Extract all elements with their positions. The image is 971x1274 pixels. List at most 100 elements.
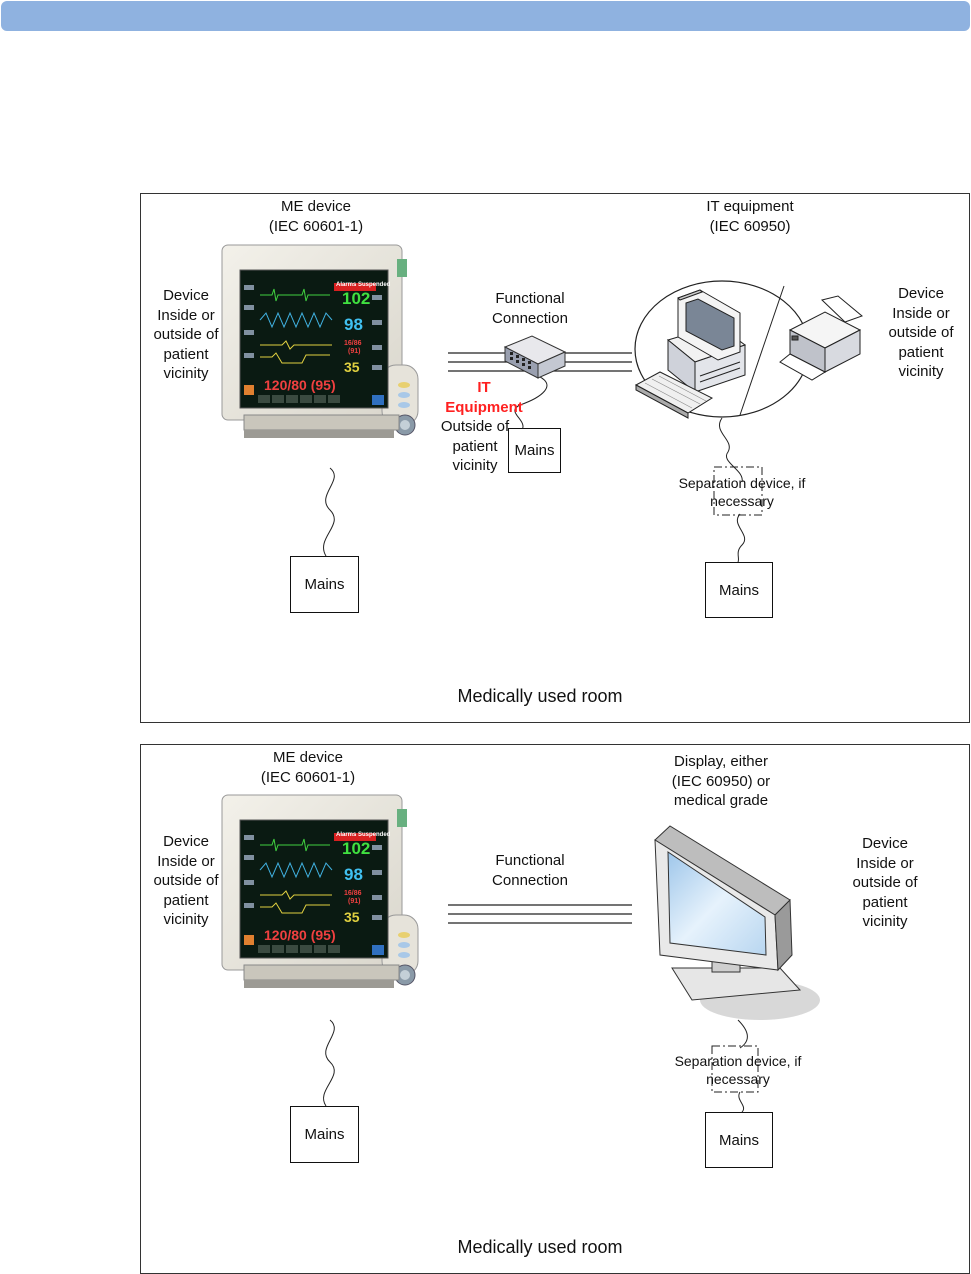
monitor-bp: 120/80 (95)	[264, 377, 336, 393]
patient-monitor-icon: Alarms Suspended 102 98 16/86 (91) 35 12…	[221, 244, 422, 460]
monitor-bp-mean: (95)	[310, 927, 336, 943]
monitor-status-text: Alarms Suspended	[336, 282, 391, 288]
functional-connection-lines-2	[448, 904, 632, 924]
room-label-2: Medically used room	[457, 1237, 623, 1257]
separation-device-box-2	[711, 1045, 759, 1093]
mains-box-right: Mains	[705, 562, 773, 618]
printer-icon	[779, 295, 863, 381]
separation-device-label: Separation device, if necessary	[662, 474, 822, 510]
text-line: Inside or	[157, 306, 215, 324]
text-line: (IEC 60950) or	[671, 772, 771, 790]
text-line: Device	[898, 285, 944, 302]
me-device-title: ME device	[280, 198, 352, 215]
text-line: vicinity	[862, 913, 908, 930]
text-line: Device	[862, 835, 908, 852]
device-vicinity-right-2: Device Inside or outside of patient vici…	[840, 834, 930, 932]
monitor-value-hr: 102	[342, 289, 371, 308]
text-line: outside of	[852, 874, 918, 891]
separation-device-box	[713, 466, 763, 516]
me-device-label-2: ME device (IEC 60601-1)	[238, 748, 378, 787]
patient-monitor-icon-2: Alarms Suspended 102 98 16/86 (91) 35 12…	[221, 794, 422, 1010]
text-line: Outside of	[440, 418, 510, 435]
text-line: Display, either	[674, 753, 768, 770]
functional-connection-label-2: Functional Connection	[480, 851, 580, 890]
monitor-power-cord-2	[323, 1019, 335, 1107]
device-vicinity-right: Device Inside or outside of patient vici…	[876, 284, 966, 382]
monitor-value-resp: 35	[344, 909, 360, 925]
me-device-label: ME device (IEC 60601-1)	[246, 197, 386, 236]
room-label: Medically used room	[457, 686, 623, 706]
me-device-standard: (IEC 60601-1)	[268, 217, 364, 235]
monitor-status-text: Alarms Suspended	[336, 832, 391, 838]
functional-connection-label: Functional Connection	[480, 289, 580, 328]
text-line: Device	[163, 287, 209, 304]
text-line: patient	[898, 343, 944, 361]
monitor-small-mean: (91)	[348, 898, 361, 905]
it-equipment-label: IT equipment (IEC 60950)	[680, 197, 820, 236]
text-line: Functional	[495, 290, 565, 307]
display-label: Display, either (IEC 60950) or medical g…	[650, 752, 792, 811]
text-line: medical grade	[673, 792, 769, 809]
text-line: outside of	[153, 872, 219, 889]
monitor-small-value: 16/86	[344, 340, 362, 347]
text-line: necessary	[710, 493, 774, 509]
monitor-value-hr: 102	[342, 839, 371, 858]
monitor-small-mean: (91)	[348, 348, 361, 355]
switch-power-cord	[514, 374, 548, 431]
monitor-bp-mean: (95)	[310, 377, 336, 393]
mains-box-left: Mains	[290, 556, 359, 613]
separation-device-label-2: Separation device, if necessary	[658, 1052, 818, 1088]
text-line: vicinity	[163, 911, 209, 928]
flat-panel-display-icon	[654, 825, 820, 1020]
text-line: patient	[862, 893, 908, 911]
desktop-computer-icon	[634, 289, 747, 419]
text-line: patient	[163, 345, 209, 363]
network-switch-icon	[503, 335, 567, 379]
display-power-cord	[737, 1019, 748, 1049]
text-line: Device	[163, 833, 209, 850]
mains-box-left-2: Mains	[290, 1106, 359, 1163]
text-line: outside of	[888, 324, 954, 341]
text-line: Separation device, if	[674, 1053, 802, 1069]
text-line: patient	[452, 437, 498, 455]
text-line: Inside or	[892, 304, 950, 322]
outside-vicinity-label: Outside of patient vicinity	[432, 417, 518, 476]
text-line: vicinity	[163, 365, 209, 382]
me-device-standard: (IEC 60601-1)	[260, 768, 356, 786]
it-equipment-title: IT equipment	[706, 198, 794, 215]
it-equipment-outside-label: IT Equipment	[432, 378, 536, 417]
text-line: necessary	[706, 1071, 770, 1087]
monitor-value-spo2: 98	[344, 315, 363, 334]
monitor-bp-value: 120/80	[264, 927, 307, 943]
mains-box-switch: Mains	[508, 428, 561, 473]
text-line: Connection	[492, 871, 568, 889]
text-line: Functional	[495, 852, 565, 869]
monitor-value-resp: 35	[344, 359, 360, 375]
text-line: Inside or	[157, 852, 215, 870]
monitor-power-cord	[323, 467, 335, 557]
monitor-small-value: 16/86	[344, 890, 362, 897]
text-line: vicinity	[898, 363, 944, 380]
text-line: Connection	[492, 309, 568, 327]
monitor-value-spo2: 98	[344, 865, 363, 884]
separation-to-mains-cord	[737, 513, 745, 563]
text-line: Inside or	[856, 854, 914, 872]
it-text: IT	[477, 379, 491, 396]
equipment-text: Equipment	[445, 398, 523, 416]
text-line: outside of	[153, 326, 219, 343]
it-power-cord	[719, 417, 743, 483]
device-vicinity-left-2: Device Inside or outside of patient vici…	[142, 832, 230, 930]
separation-to-mains-cord-2	[738, 1091, 745, 1113]
monitor-bp-value: 120/80	[264, 377, 307, 393]
text-line: patient	[163, 891, 209, 909]
it-equipment-standard: (IEC 60950)	[709, 217, 791, 235]
text-line: Separation device, if	[678, 475, 806, 491]
device-vicinity-left: Device Inside or outside of patient vici…	[142, 286, 230, 384]
text-line: vicinity	[452, 457, 498, 474]
header-bar	[1, 1, 970, 31]
mains-box-right-2: Mains	[705, 1112, 773, 1168]
monitor-bp: 120/80 (95)	[264, 927, 336, 943]
me-device-title: ME device	[272, 749, 344, 766]
